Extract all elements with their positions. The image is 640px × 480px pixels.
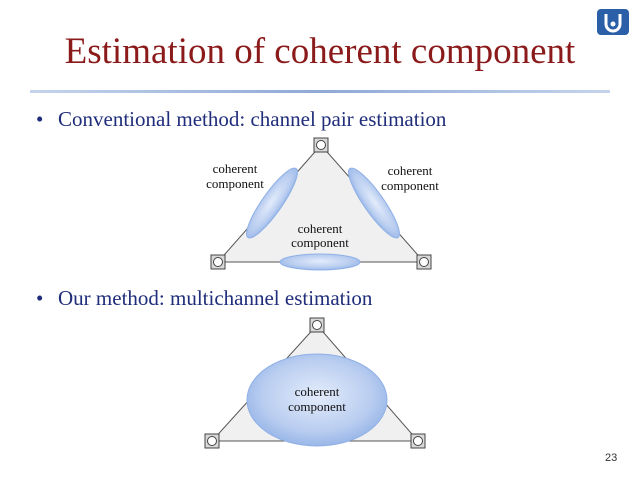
bullet-our-method: • Our method: multichannel estimation [36, 285, 372, 311]
right-pair-ellipse [348, 167, 400, 239]
right-label-line2: component [381, 178, 439, 193]
speaker-icon [309, 317, 325, 333]
bullet-dot-icon: • [36, 286, 44, 310]
speaker-icon [410, 433, 426, 449]
bottom-diagram: coherent component [204, 317, 426, 449]
bottom-pair-ellipse [279, 253, 361, 271]
logo-icon [597, 9, 629, 35]
speaker-icon [210, 254, 226, 270]
center-label-line2: component [288, 399, 346, 414]
left-label-line2: component [206, 176, 264, 191]
title-underline [30, 90, 610, 93]
slide-title: Estimation of coherent component [64, 31, 576, 72]
bottom-label-line1: coherent [298, 221, 343, 236]
right-label-line1: coherent [388, 163, 433, 178]
center-label-line1: coherent [295, 384, 340, 399]
bullet-conventional: • Conventional method: channel pair estim… [36, 106, 446, 132]
speaker-icon [313, 137, 329, 153]
left-pair-ellipse [246, 167, 298, 239]
top-diagram: coherent component coherent component co… [206, 137, 439, 271]
left-label-line1: coherent [213, 161, 258, 176]
page-number: 23 [605, 452, 618, 464]
bullet-text: Our method: multichannel estimation [58, 286, 373, 310]
speaker-icon [416, 254, 432, 270]
multichannel-ellipse [246, 353, 388, 447]
bottom-label-line2: component [291, 235, 349, 250]
speaker-icon [204, 433, 220, 449]
bullet-dot-icon: • [36, 107, 44, 131]
bullet-text: Conventional method: channel pair estima… [58, 107, 447, 131]
